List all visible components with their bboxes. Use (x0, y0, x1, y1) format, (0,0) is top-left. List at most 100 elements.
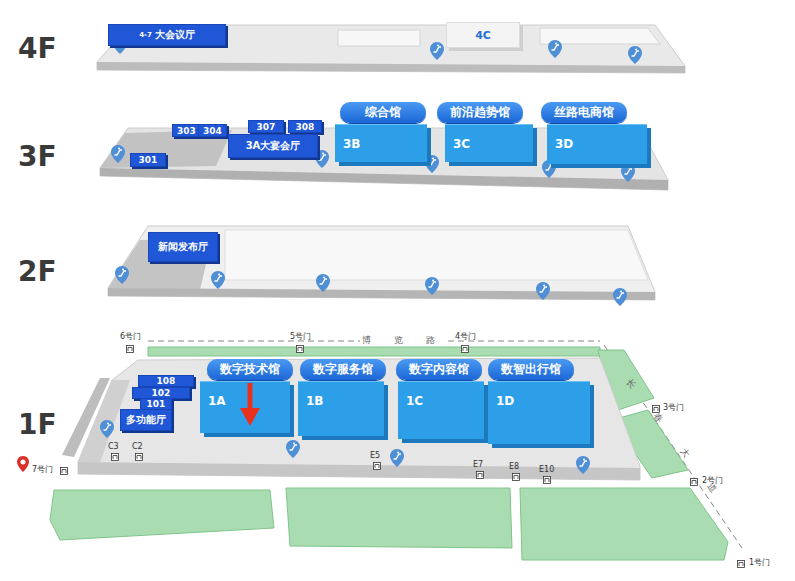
hall-name-pill: 丝路电商馆 (541, 102, 627, 123)
exhibition-hall: 1B (298, 381, 384, 436)
green-area (50, 490, 274, 540)
node-text: 1A (208, 394, 226, 408)
room-box: 108 (138, 375, 194, 387)
escalator-pin (536, 282, 550, 300)
exhibition-hall: 1A (200, 381, 290, 433)
door-icon (374, 463, 381, 470)
room-box: 301 (130, 153, 166, 167)
escalator-pin (211, 271, 225, 289)
hall-name-pill: 数智出行馆 (488, 359, 574, 380)
node-text: 数字内容馆 (409, 361, 469, 378)
escalator-pin (576, 456, 590, 474)
floor-label: 3F (18, 142, 57, 173)
door-label: 6号门 (120, 333, 141, 342)
slab-edge (108, 288, 655, 300)
metro-pin (17, 456, 29, 472)
escalator-pin (628, 46, 642, 64)
escalator-pin (548, 40, 562, 58)
road-name: 博 览 路 (360, 336, 447, 346)
door-label: 3号门 (663, 404, 684, 413)
floor-slab (78, 358, 640, 480)
node-text: 3B (343, 137, 361, 151)
node-text: 1C (406, 394, 423, 408)
room-box: 308 (288, 120, 322, 133)
door-icon (112, 454, 119, 461)
exit-code: C3 (108, 443, 119, 452)
node-text: 新闻发布厅 (158, 240, 208, 254)
slab-edge (97, 62, 685, 73)
node-text: 4-7 (139, 31, 152, 39)
door-label: 7号门 (32, 466, 53, 475)
hall-block: 4C (446, 22, 520, 48)
door-label: 1号门 (749, 559, 770, 568)
escalator-pin (613, 288, 627, 306)
grey-block (225, 230, 648, 280)
node-text: 102 (152, 388, 171, 398)
node-text: 304 (203, 126, 222, 136)
door-icon (61, 468, 68, 475)
hall-name-pill: 综合馆 (340, 102, 426, 123)
exhibition-hall: 1C (398, 381, 484, 439)
node-text: 综合馆 (365, 104, 401, 121)
escalator-pin (286, 440, 300, 458)
exhibition-hall: 3B (335, 124, 427, 162)
door-icon (738, 561, 745, 568)
door-label: 4号门 (455, 333, 476, 342)
room-box: 303 (172, 124, 201, 137)
node-text: 3D (555, 137, 573, 151)
escalator-pin (316, 274, 330, 292)
floor-slab (97, 25, 685, 73)
door-icon (513, 474, 520, 481)
exhibition-hall: 1D (488, 381, 590, 444)
node-text: 303 (177, 126, 196, 136)
green-area (286, 488, 512, 548)
node-text: 1B (306, 394, 324, 408)
green-area (520, 488, 728, 560)
node-text: 多功能厅 (126, 413, 166, 427)
hall-name-pill: 数字技术馆 (207, 359, 293, 380)
door-icon (691, 479, 698, 486)
floor-label: 1F (18, 410, 57, 441)
escalator-pin (425, 155, 439, 173)
door-label: 2号门 (702, 477, 723, 486)
node-text: 101 (147, 399, 166, 409)
node-text: 301 (139, 155, 158, 165)
node-text: 丝路电商馆 (554, 104, 614, 121)
hall-name-pill: 前沿趋势馆 (437, 102, 523, 123)
exhibition-hall: 3C (445, 124, 533, 162)
node-text: 108 (157, 376, 176, 386)
escalator-pin (430, 42, 444, 60)
door-icon (127, 346, 134, 353)
floor-label: 2F (18, 257, 57, 288)
escalator-pin (115, 266, 129, 284)
room-box: 3A大宴会厅 (228, 134, 318, 158)
node-text: 4C (475, 29, 491, 42)
exit-code: C2 (132, 443, 143, 452)
node-text: 数智出行馆 (501, 361, 561, 378)
room-box: 304 (198, 124, 227, 137)
node-text: 3C (453, 137, 470, 151)
exit-code: E10 (539, 466, 554, 475)
node-text: 307 (257, 122, 276, 132)
door-icon (462, 346, 469, 353)
exit-code: E8 (509, 463, 519, 472)
room-box: 多功能厅 (120, 409, 172, 431)
hall-name-pill: 数字服务馆 (300, 359, 386, 380)
green-area (148, 347, 600, 356)
door-icon (477, 472, 484, 479)
exhibition-hall: 3D (547, 124, 647, 164)
door-icon (297, 346, 304, 353)
node-text: 3A大宴会厅 (246, 139, 301, 153)
slab-dark (108, 238, 212, 290)
exit-code: E5 (370, 452, 380, 461)
node-text: 308 (296, 122, 315, 132)
room-box: 4-7大会议厅 (108, 24, 226, 46)
room-box: 新闻发布厅 (148, 232, 218, 262)
hall-name-pill: 数字内容馆 (396, 359, 482, 380)
escalator-pin (111, 145, 125, 163)
slab-edge (78, 462, 640, 480)
floor-label: 4F (18, 34, 57, 65)
